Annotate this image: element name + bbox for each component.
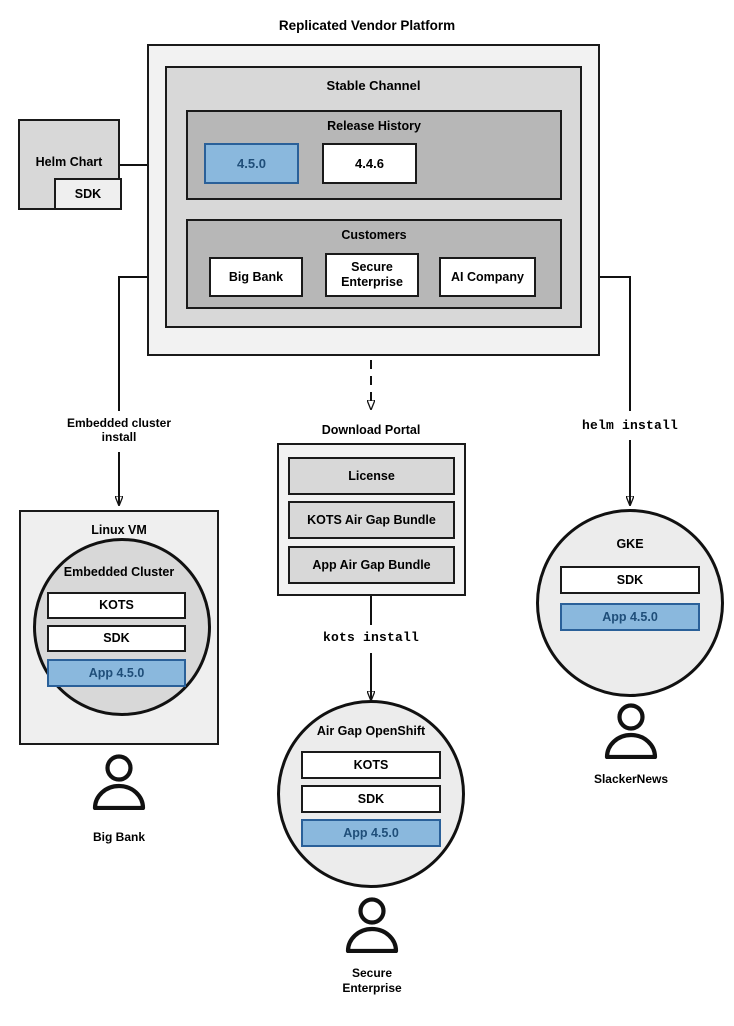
person-icon-slackernews [604,703,658,759]
edge-label-embedded-cluster-install: Embedded cluster install [66,416,172,445]
release-history-title: Release History [327,119,421,133]
diagram-title: Replicated Vendor Platform [278,18,456,33]
download-portal-item-license[interactable]: License [288,457,455,495]
person-icon-big-bank [92,754,146,810]
release-4-5-0[interactable]: 4.5.0 [204,143,299,184]
gke-title: GKE [616,537,644,551]
edge-label-download-portal: Download Portal [321,423,421,437]
release-4-4-6[interactable]: 4.4.6 [322,143,417,184]
caption-big-bank: Big Bank [92,830,145,844]
openshift-component-kots[interactable]: KOTS [301,751,441,779]
download-portal-item-kots-air-gap-bundle[interactable]: KOTS Air Gap Bundle [288,501,455,539]
caption-slackernews: SlackerNews [593,772,669,786]
customers-title: Customers [341,228,407,242]
person-icon-secure-enterprise [345,897,399,953]
helm-chart-sdk-box[interactable]: SDK [54,178,122,210]
air-gap-openshift-title: Air Gap OpenShift [316,724,426,738]
linux-vm-component-kots[interactable]: KOTS [47,592,186,619]
gke-component-sdk[interactable]: SDK [560,566,700,594]
linux-vm-component-sdk[interactable]: SDK [47,625,186,652]
customer-ai-company[interactable]: AI Company [439,257,536,297]
edge-label-helm-install: helm install [581,418,678,433]
download-portal-item-app-air-gap-bundle[interactable]: App Air Gap Bundle [288,546,455,584]
embedded-cluster-title: Embedded Cluster [63,565,175,579]
gke-component-app[interactable]: App 4.5.0 [560,603,700,631]
customer-secure-enterprise[interactable]: Secure Enterprise [325,253,419,297]
openshift-component-app[interactable]: App 4.5.0 [301,819,441,847]
customer-big-bank[interactable]: Big Bank [209,257,303,297]
edge-label-kots-install: kots install [322,630,419,645]
caption-secure-enterprise: Secure Enterprise [342,966,402,995]
helm-chart-label: Helm Chart [35,155,103,169]
openshift-component-sdk[interactable]: SDK [301,785,441,813]
stable-channel-title: Stable Channel [326,78,421,93]
linux-vm-title: Linux VM [91,523,147,537]
linux-vm-component-app[interactable]: App 4.5.0 [47,659,186,687]
